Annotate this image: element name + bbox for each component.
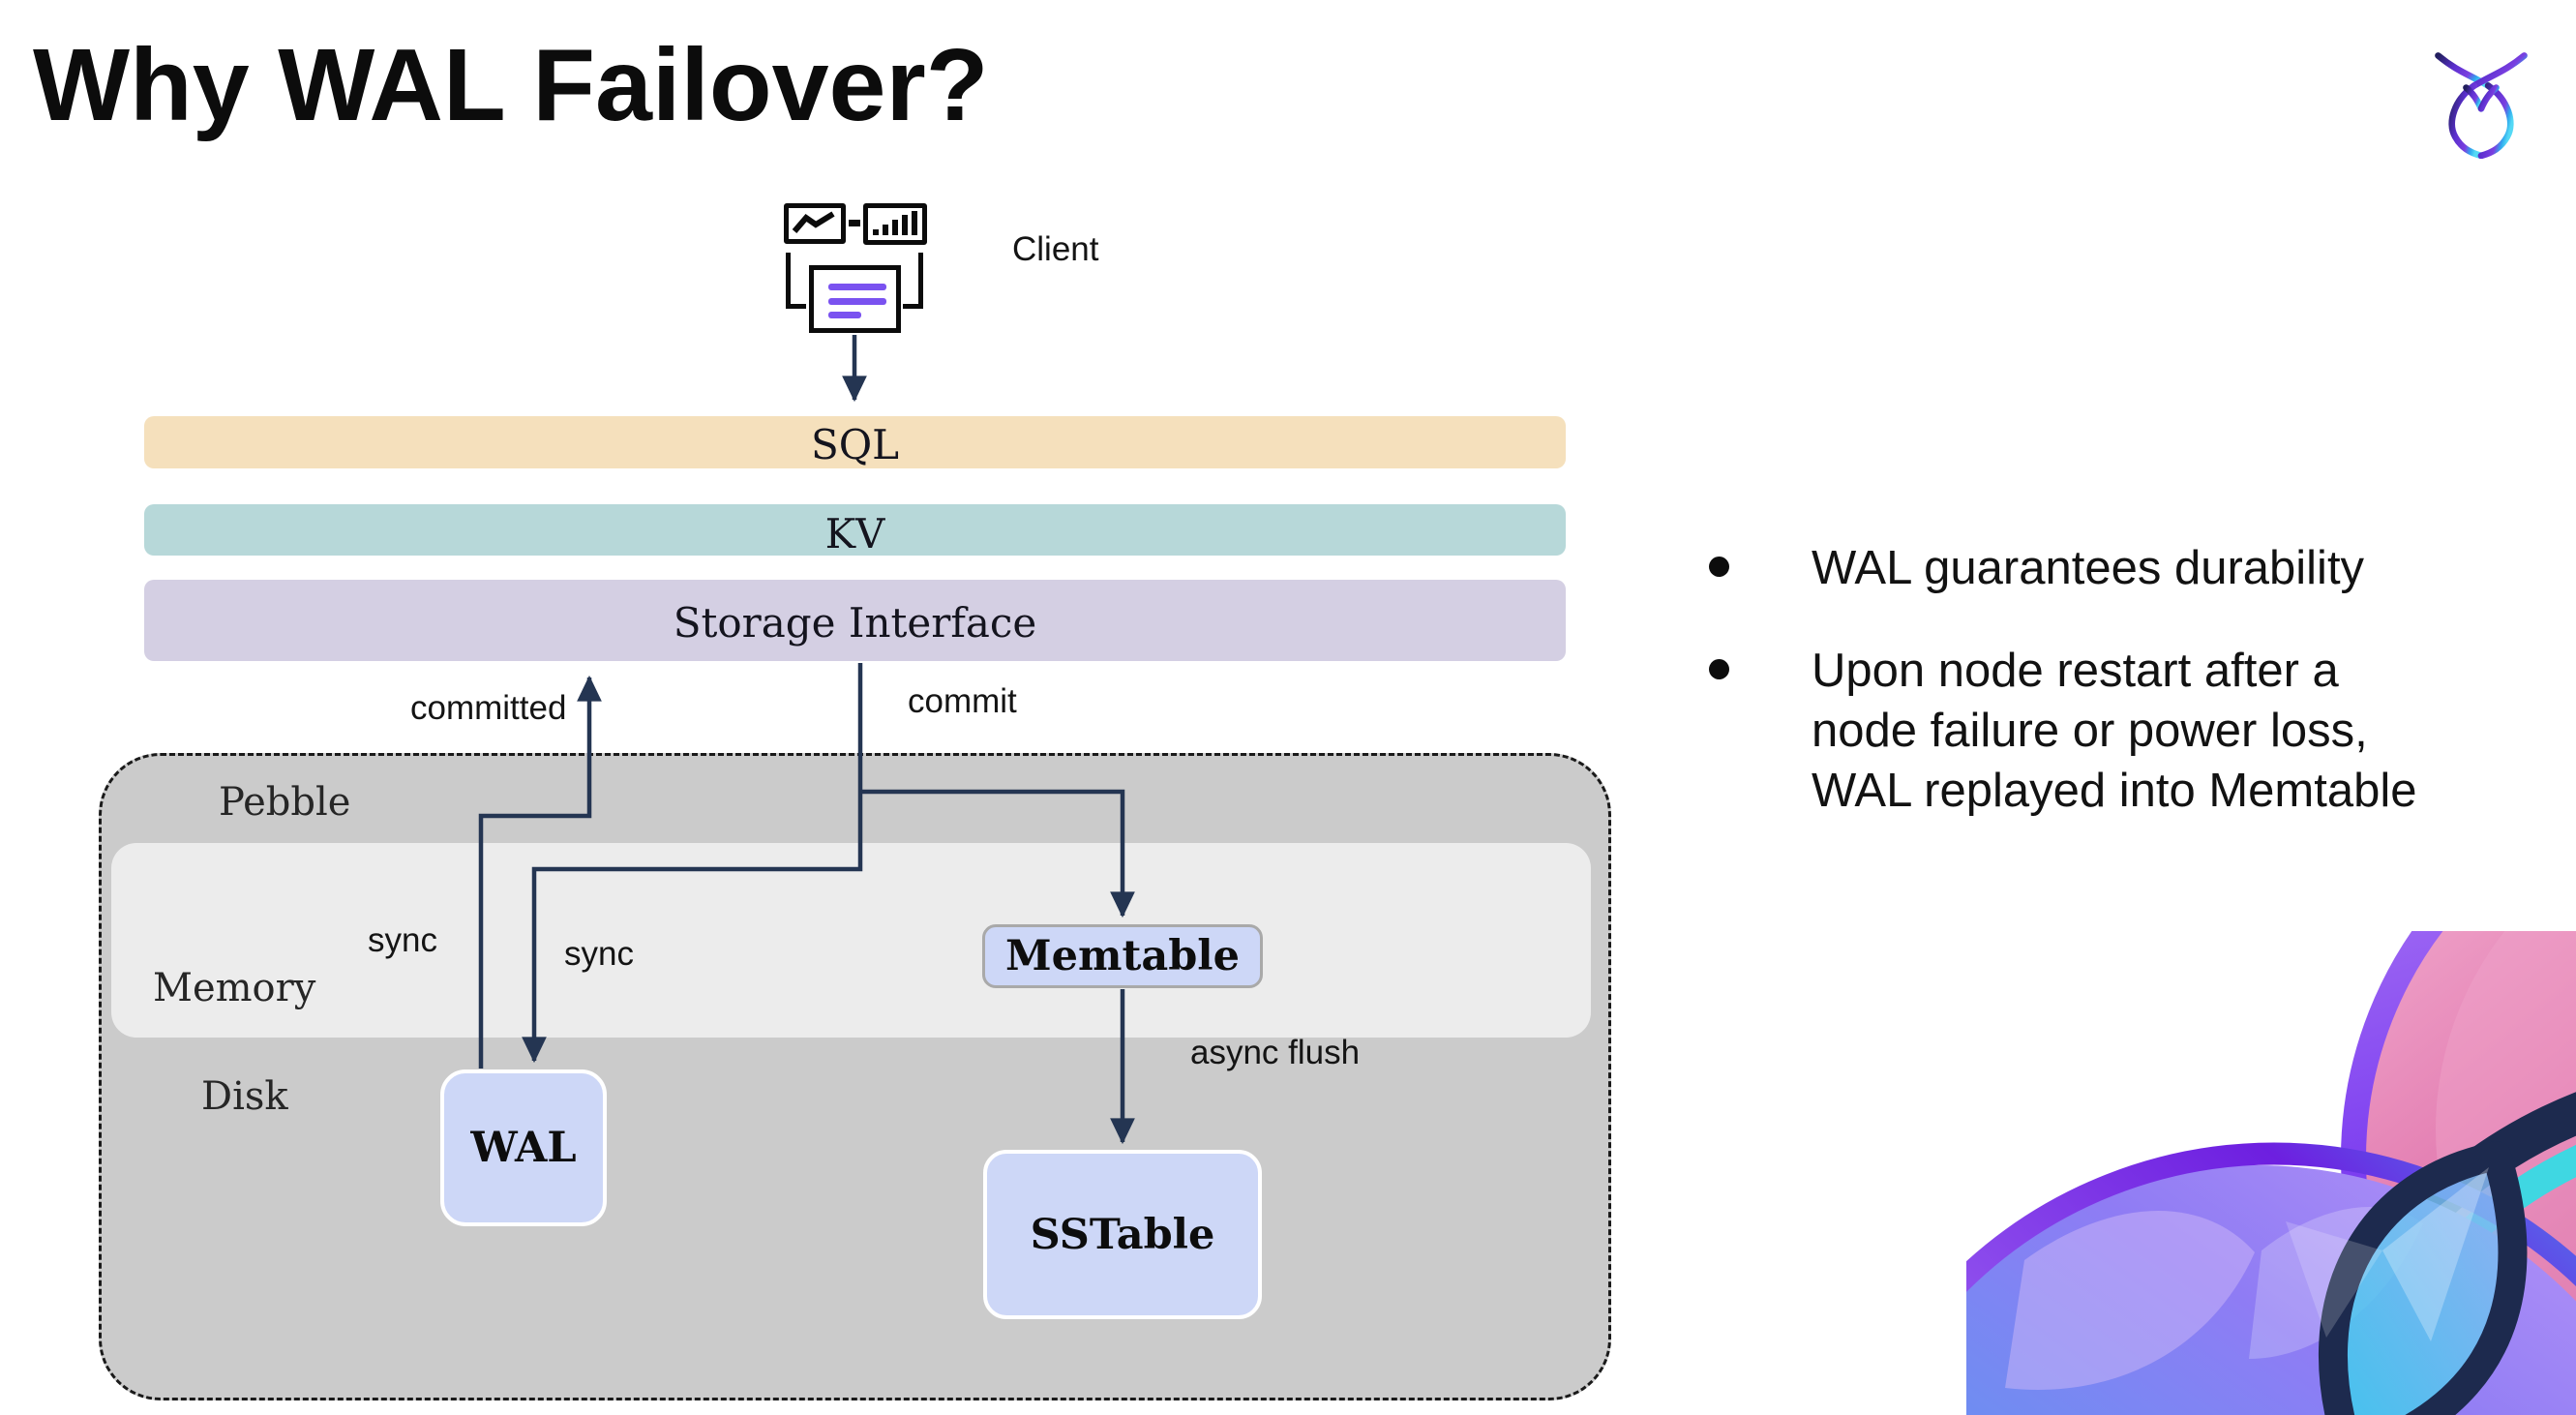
document-icon (809, 265, 901, 333)
bracket-right-foot (903, 304, 923, 309)
sstable-node-label: SSTable (1030, 1210, 1215, 1259)
bracket-left-foot (786, 304, 806, 309)
kv-layer-bar: KV (144, 504, 1566, 557)
disk-label: Disk (201, 1074, 288, 1119)
bullet-line: Upon node restart after a (1812, 645, 2339, 697)
sstable-node: SSTable (983, 1150, 1262, 1319)
committed-edge-label: committed (410, 689, 567, 727)
async-flush-edge-label: async flush (1190, 1034, 1361, 1071)
commit-edge-label: commit (908, 682, 1017, 720)
bullet-line: WAL replayed into Memtable (1812, 765, 2417, 817)
cockroachdb-logo-icon (2435, 52, 2528, 159)
doc-line (828, 312, 861, 318)
doc-line (828, 298, 886, 305)
bullet-list: WAL guarantees durability Upon node rest… (1709, 538, 2561, 863)
bullet-line: node failure or power loss, (1812, 705, 2368, 757)
bar-chart-icon (863, 203, 927, 245)
wal-node-label: WAL (470, 1124, 577, 1172)
list-item: WAL guarantees durability (1709, 538, 2561, 598)
kv-layer-label: KV (824, 509, 885, 557)
sync-left-edge-label: sync (368, 921, 437, 959)
line-chart-icon (784, 203, 846, 244)
memory-region (111, 843, 1591, 1038)
memtable-node: Memtable (982, 924, 1263, 988)
bullet-line: WAL guarantees durability (1812, 542, 2365, 594)
sql-layer-bar: SQL (144, 416, 1566, 468)
client-label: Client (1012, 230, 1099, 268)
bullet-icon (1709, 659, 1729, 679)
bracket-left-icon (786, 253, 791, 309)
storage-interface-layer-label: Storage Interface (673, 599, 1037, 647)
brand-art (1966, 931, 2576, 1415)
pebble-label: Pebble (219, 780, 351, 825)
storage-interface-layer-bar: Storage Interface (144, 580, 1566, 661)
wal-node: WAL (440, 1069, 607, 1226)
dash-icon (849, 220, 860, 226)
memtable-node-label: Memtable (1005, 932, 1240, 980)
list-item: Upon node restart after a node failure o… (1709, 641, 2561, 821)
sync-right-edge-label: sync (564, 935, 634, 973)
bracket-right-icon (918, 253, 923, 309)
memory-label: Memory (153, 966, 316, 1010)
doc-line (828, 284, 886, 290)
bullet-icon (1709, 557, 1729, 577)
sql-layer-label: SQL (810, 421, 900, 468)
page-title: Why WAL Failover? (33, 28, 989, 142)
